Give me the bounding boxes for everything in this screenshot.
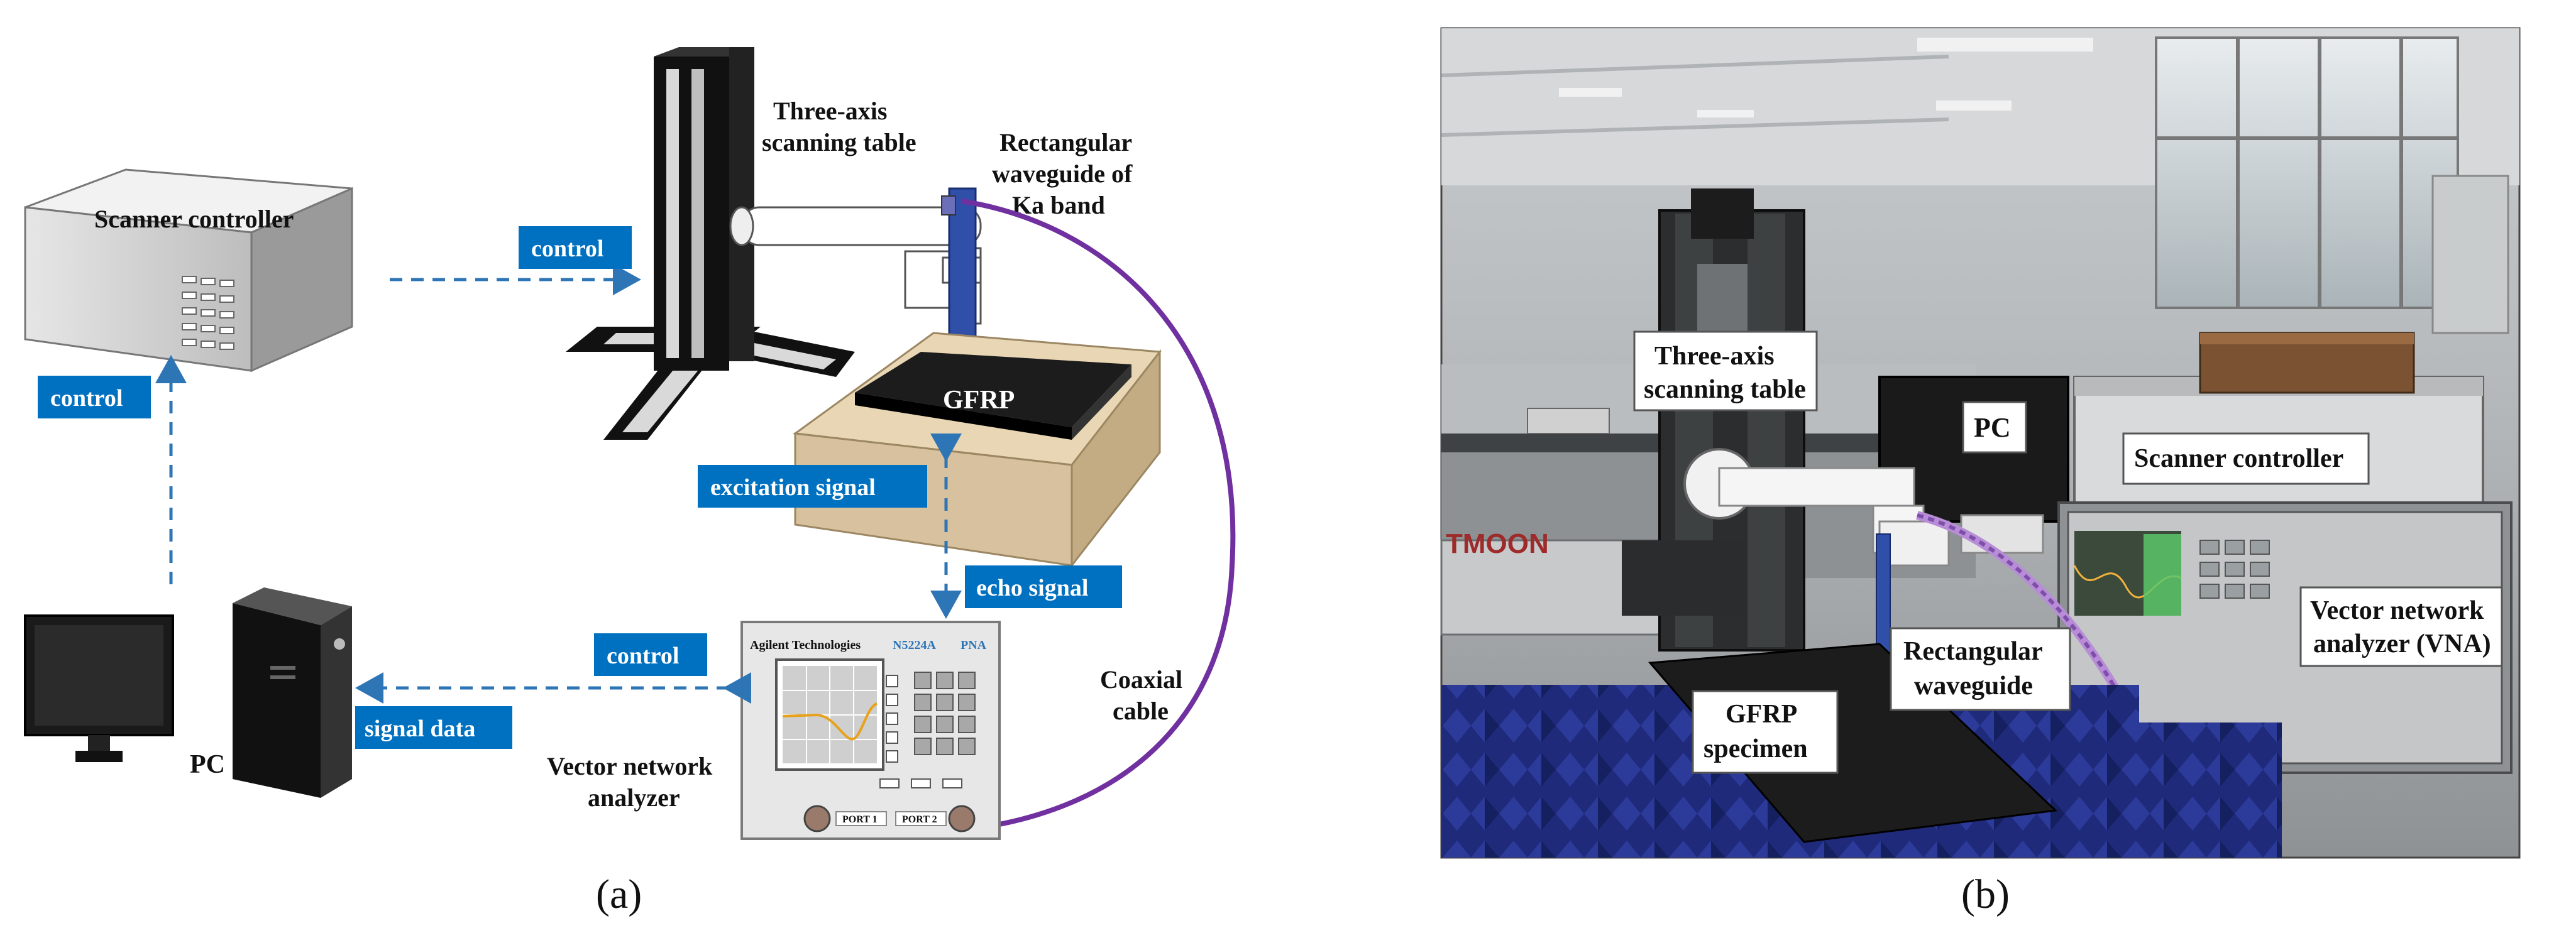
photo-label-waveguide: Rectangular waveguide — [1890, 627, 2071, 711]
three-axis-label-line2: scanning table — [762, 128, 916, 156]
svg-text:specimen: specimen — [1704, 734, 1808, 763]
waveguide-label-line3: Ka band — [1012, 191, 1105, 219]
tag-excitation-signal: excitation signal — [698, 465, 927, 508]
svg-text:Scanner controller: Scanner controller — [2134, 444, 2343, 473]
photo-label-three-axis: Three-axis scanning table — [1633, 330, 1818, 412]
vna-model: N5224A — [893, 638, 936, 652]
svg-text:Three-axis: Three-axis — [1654, 342, 1775, 371]
vna-label-line1: Vector network — [547, 752, 713, 780]
waveguide-label-line1: Rectangular — [999, 128, 1132, 156]
scanner-controller-label: Scanner controller — [94, 205, 294, 233]
svg-text:excitation signal: excitation signal — [710, 474, 876, 501]
svg-text:Rectangular: Rectangular — [1903, 637, 2043, 666]
gfrp-label: GFRP — [943, 386, 1015, 415]
svg-text:analyzer (VNA): analyzer (VNA) — [2313, 630, 2491, 658]
photo-label-pc: PC — [1962, 401, 2027, 454]
svg-text:waveguide: waveguide — [1914, 672, 2033, 701]
vna-device — [740, 621, 1001, 840]
photo-label-gfrp: GFRP specimen — [1692, 690, 1839, 774]
scanner-controller-device — [24, 168, 353, 373]
photo-label-scanner-controller: Scanner controller — [2122, 432, 2370, 485]
photo-label-vna: Vector network analyzer (VNA) — [2299, 586, 2503, 667]
caption-b: (b) — [1961, 871, 2010, 917]
caption-a: (a) — [596, 871, 642, 917]
coaxial-label-line2: cable — [1113, 697, 1169, 725]
tag-control-bottom: control — [594, 633, 707, 676]
tag-control-top: control — [519, 226, 632, 269]
svg-text:echo signal: echo signal — [976, 575, 1088, 601]
photo-logo: TMOON — [1446, 528, 1549, 559]
tag-signal-data: signal data — [355, 706, 512, 749]
waveguide-label-line2: waveguide of — [992, 160, 1133, 188]
vna-type: PNA — [960, 638, 987, 652]
svg-text:GFRP: GFRP — [1726, 700, 1797, 729]
three-axis-table-device — [566, 47, 982, 440]
svg-text:signal data: signal data — [365, 716, 475, 742]
svg-text:scanning table: scanning table — [1644, 375, 1806, 404]
tag-echo-signal: echo signal — [965, 565, 1122, 608]
pc-label: PC — [190, 750, 225, 779]
coaxial-label-line1: Coaxial — [1100, 665, 1182, 694]
pc-device — [24, 587, 352, 798]
specimen-stage — [792, 332, 1162, 569]
svg-text:control: control — [50, 385, 123, 412]
vna-port1: PORT 1 — [842, 814, 878, 825]
panel-b: TMOON — [1440, 27, 2521, 917]
coaxial-cable — [961, 199, 1236, 832]
vna-label-line2: analyzer — [588, 783, 680, 812]
three-axis-label-line1: Three-axis — [773, 97, 887, 125]
svg-text:Vector network: Vector network — [2310, 596, 2484, 625]
svg-text:control: control — [531, 236, 603, 262]
svg-text:control: control — [607, 643, 679, 669]
panel-a: Scanner controller Three-axis scanni — [24, 47, 1236, 917]
tag-control-left: control — [38, 376, 151, 418]
svg-text:PC: PC — [1974, 412, 2011, 443]
signal-arrows — [155, 264, 962, 704]
vna-brand: Agilent Technologies — [750, 638, 861, 652]
vna-port2: PORT 2 — [902, 814, 937, 825]
